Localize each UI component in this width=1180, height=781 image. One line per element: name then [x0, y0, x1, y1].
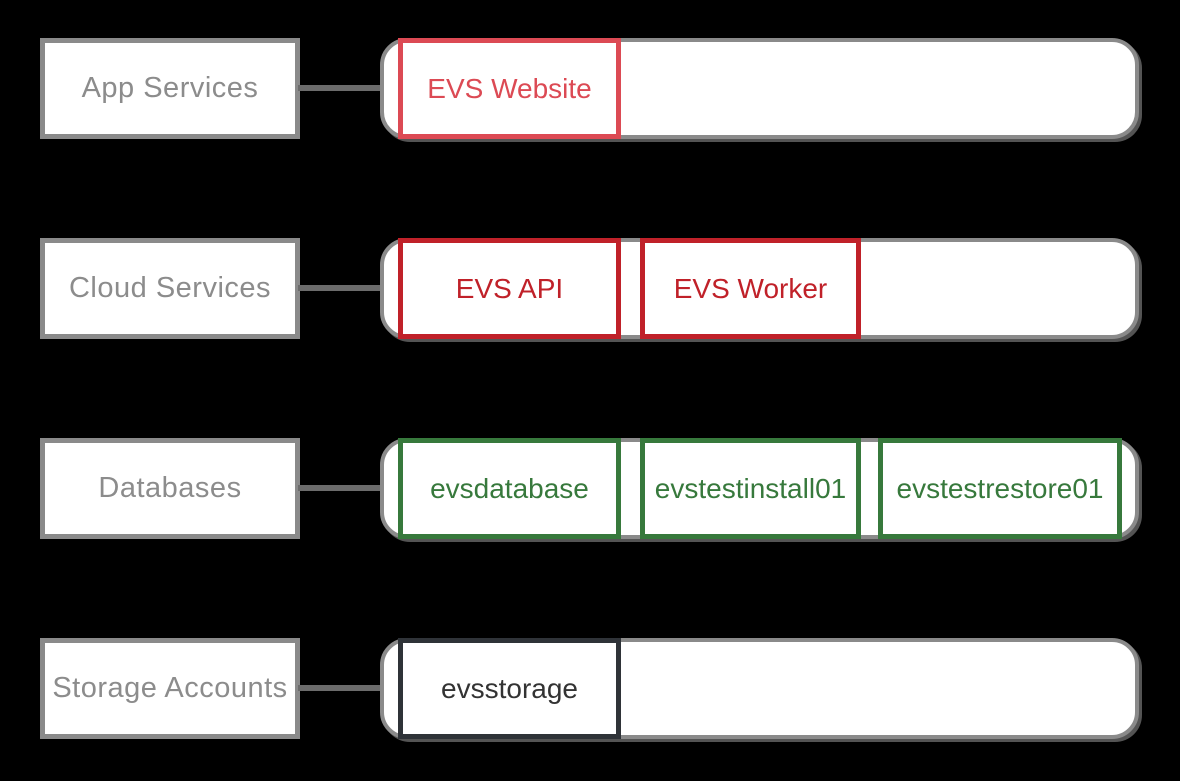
node-evstestinstall01-text: evstestinstall01 — [654, 472, 847, 504]
label-cloud-services-text: Cloud Services — [68, 272, 272, 304]
row-cloud-services: Cloud Services EVS API EVS Worker — [0, 238, 1180, 339]
node-evs-api-text: EVS API — [455, 272, 564, 304]
connector-line — [298, 485, 382, 491]
label-databases: Databases — [40, 438, 300, 539]
node-evstestrestore01-text: evstestrestore01 — [896, 472, 1104, 504]
node-evs-api: EVS API — [398, 238, 621, 339]
node-evstestinstall01: evstestinstall01 — [640, 438, 861, 539]
label-cloud-services: Cloud Services — [40, 238, 300, 339]
row-storage-accounts: Storage Accounts evsstorage — [0, 638, 1180, 739]
connector-line — [298, 85, 382, 91]
connector-line — [298, 285, 382, 291]
row-app-services: App Services EVS Website — [0, 38, 1180, 139]
node-evs-worker-text: EVS Worker — [673, 272, 828, 304]
node-evsdatabase: evsdatabase — [398, 438, 621, 539]
label-app-services-text: App Services — [81, 72, 259, 104]
label-storage-accounts: Storage Accounts — [40, 638, 300, 739]
node-evsdatabase-text: evsdatabase — [430, 472, 589, 504]
node-evsstorage-text: evsstorage — [441, 672, 578, 704]
node-evstestrestore01: evstestrestore01 — [878, 438, 1122, 539]
connector-line — [298, 685, 382, 691]
label-app-services: App Services — [40, 38, 300, 139]
node-evs-website-text: EVS Website — [427, 72, 592, 104]
node-evs-worker: EVS Worker — [640, 238, 861, 339]
node-evs-website: EVS Website — [398, 38, 621, 139]
label-databases-text: Databases — [98, 472, 242, 504]
row-databases: Databases evsdatabase evstestinstall01 e… — [0, 438, 1180, 539]
label-storage-accounts-text: Storage Accounts — [52, 672, 288, 704]
node-evsstorage: evsstorage — [398, 638, 621, 739]
